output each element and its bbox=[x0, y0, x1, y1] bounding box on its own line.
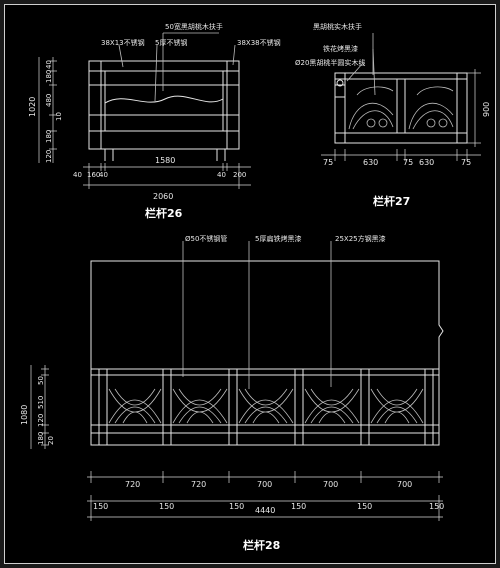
rail28-dim-total: 4440 bbox=[255, 506, 275, 515]
svg-text:150: 150 bbox=[291, 502, 306, 511]
rail27-scroll-left bbox=[348, 86, 394, 130]
rail28-posts bbox=[98, 369, 434, 445]
svg-text:150: 150 bbox=[93, 502, 108, 511]
svg-text:180: 180 bbox=[37, 432, 45, 445]
rail26-wave bbox=[104, 95, 224, 104]
svg-text:700: 700 bbox=[257, 480, 272, 489]
svg-text:120: 120 bbox=[45, 150, 53, 163]
rail27-callout-molding: Ø20黑胡桃半圆实木线 bbox=[295, 58, 365, 67]
svg-text:40: 40 bbox=[217, 171, 226, 179]
rail28-wall-outline bbox=[90, 260, 444, 446]
rail27-frame bbox=[334, 72, 468, 144]
svg-text:150: 150 bbox=[229, 502, 244, 511]
svg-text:75: 75 bbox=[403, 158, 413, 167]
svg-text:200: 200 bbox=[233, 171, 246, 179]
rail26-title: 栏杆26 bbox=[145, 206, 183, 220]
svg-text:120: 120 bbox=[37, 414, 45, 427]
svg-text:150: 150 bbox=[357, 502, 372, 511]
svg-text:10: 10 bbox=[55, 112, 63, 121]
rail26-callout-flat-steel: 38X13不锈钢 bbox=[101, 38, 145, 47]
railing-27-elevation: 黑胡桃实木扶手 铁花烤黑漆 Ø20黑胡桃半圆实木线 900 75 630 75 … bbox=[295, 22, 491, 208]
rail26-dim-height: 1020 bbox=[28, 97, 37, 117]
rail26-dim-panel: 1580 bbox=[155, 156, 175, 165]
rail28-fan-patterns bbox=[108, 388, 424, 424]
svg-text:20: 20 bbox=[47, 436, 55, 445]
railing-28-elevation: Ø50不锈钢管 5厚扁铁烤黑漆 25X25方钢黑漆 1080 50 510 12… bbox=[20, 234, 444, 552]
svg-text:160: 160 bbox=[87, 171, 100, 179]
svg-text:75: 75 bbox=[461, 158, 471, 167]
rail28-callout-square-steel: 25X25方钢黑漆 bbox=[335, 234, 386, 243]
svg-text:50: 50 bbox=[37, 376, 45, 385]
svg-text:720: 720 bbox=[191, 480, 206, 489]
rail26-callout-square-steel: 38X38不锈钢 bbox=[237, 38, 281, 47]
svg-text:40: 40 bbox=[73, 171, 82, 179]
svg-text:720: 720 bbox=[125, 480, 140, 489]
svg-text:150: 150 bbox=[159, 502, 174, 511]
cad-drawing-sheet: 50宽黑胡桃木扶手 38X13不锈钢 5厚不锈钢 38X38不锈钢 1020 4… bbox=[4, 4, 496, 564]
svg-text:75: 75 bbox=[323, 158, 333, 167]
rail28-callout-steel-pipe: Ø50不锈钢管 bbox=[185, 234, 227, 243]
svg-text:630: 630 bbox=[363, 158, 378, 167]
svg-text:40: 40 bbox=[45, 60, 53, 69]
rail26-callout-steel-sheet: 5厚不锈钢 bbox=[155, 38, 187, 47]
svg-text:150: 150 bbox=[429, 502, 444, 511]
svg-text:180: 180 bbox=[45, 70, 53, 83]
rail27-callout-handrail: 黑胡桃实木扶手 bbox=[313, 22, 362, 31]
railing-drawings: 50宽黑胡桃木扶手 38X13不锈钢 5厚不锈钢 38X38不锈钢 1020 4… bbox=[20, 22, 491, 552]
svg-text:700: 700 bbox=[323, 480, 338, 489]
svg-text:480: 480 bbox=[45, 94, 53, 107]
rail27-scroll-right bbox=[408, 86, 454, 130]
svg-text:630: 630 bbox=[419, 158, 434, 167]
rail26-dim-total: 2060 bbox=[153, 192, 173, 201]
rail26-callout-handrail: 50宽黑胡桃木扶手 bbox=[165, 22, 223, 31]
rail28-title: 栏杆28 bbox=[243, 538, 280, 552]
svg-text:180: 180 bbox=[45, 130, 53, 143]
rail27-dim-height: 900 bbox=[482, 102, 491, 117]
svg-text:700: 700 bbox=[397, 480, 412, 489]
rail28-callout-flat-iron: 5厚扁铁烤黑漆 bbox=[255, 234, 301, 243]
svg-text:510: 510 bbox=[37, 396, 45, 409]
rail26-frame bbox=[88, 60, 240, 150]
rail28-dim-height: 1080 bbox=[20, 405, 29, 425]
svg-text:40: 40 bbox=[99, 171, 108, 179]
rail27-callout-iron: 铁花烤黑漆 bbox=[323, 44, 358, 53]
railing-26-elevation: 50宽黑胡桃木扶手 38X13不锈钢 5厚不锈钢 38X38不锈钢 1020 4… bbox=[28, 22, 281, 220]
rail27-title: 栏杆27 bbox=[373, 194, 410, 208]
